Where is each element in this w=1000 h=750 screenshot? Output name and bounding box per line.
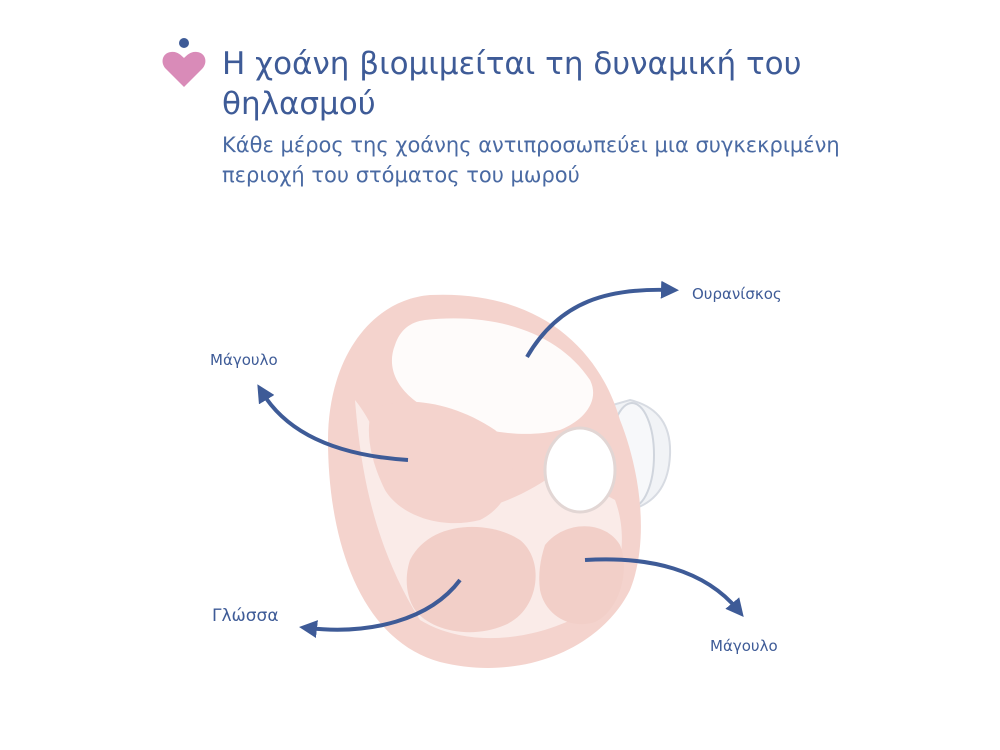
page-subtitle: Κάθε μέρος της χοάνης αντιπροσωπεύει μια…: [222, 133, 840, 187]
label-cheek-left: Μάγουλο: [210, 351, 278, 369]
funnel-inner-palate: [391, 318, 594, 434]
arrow-tongue: [299, 578, 462, 638]
funnel-opening: [543, 426, 617, 514]
arrow-palate: [525, 280, 679, 359]
label-cheek-right: Μάγουλο: [710, 637, 778, 655]
heart-with-dot-icon: [162, 38, 206, 87]
funnel-cheek-right: [539, 526, 624, 625]
label-palate: Ουρανίσκος: [692, 285, 782, 303]
arrow-cheek-right: [584, 557, 744, 617]
page-title: Η χοάνη βιομιμείται τη δυναμική του θηλα…: [222, 46, 802, 122]
arrow-cheek-left: [257, 384, 409, 462]
funnel-tongue: [406, 526, 536, 633]
funnel-cheek-left: [368, 401, 513, 524]
label-tongue: Γλώσσα: [212, 606, 279, 626]
